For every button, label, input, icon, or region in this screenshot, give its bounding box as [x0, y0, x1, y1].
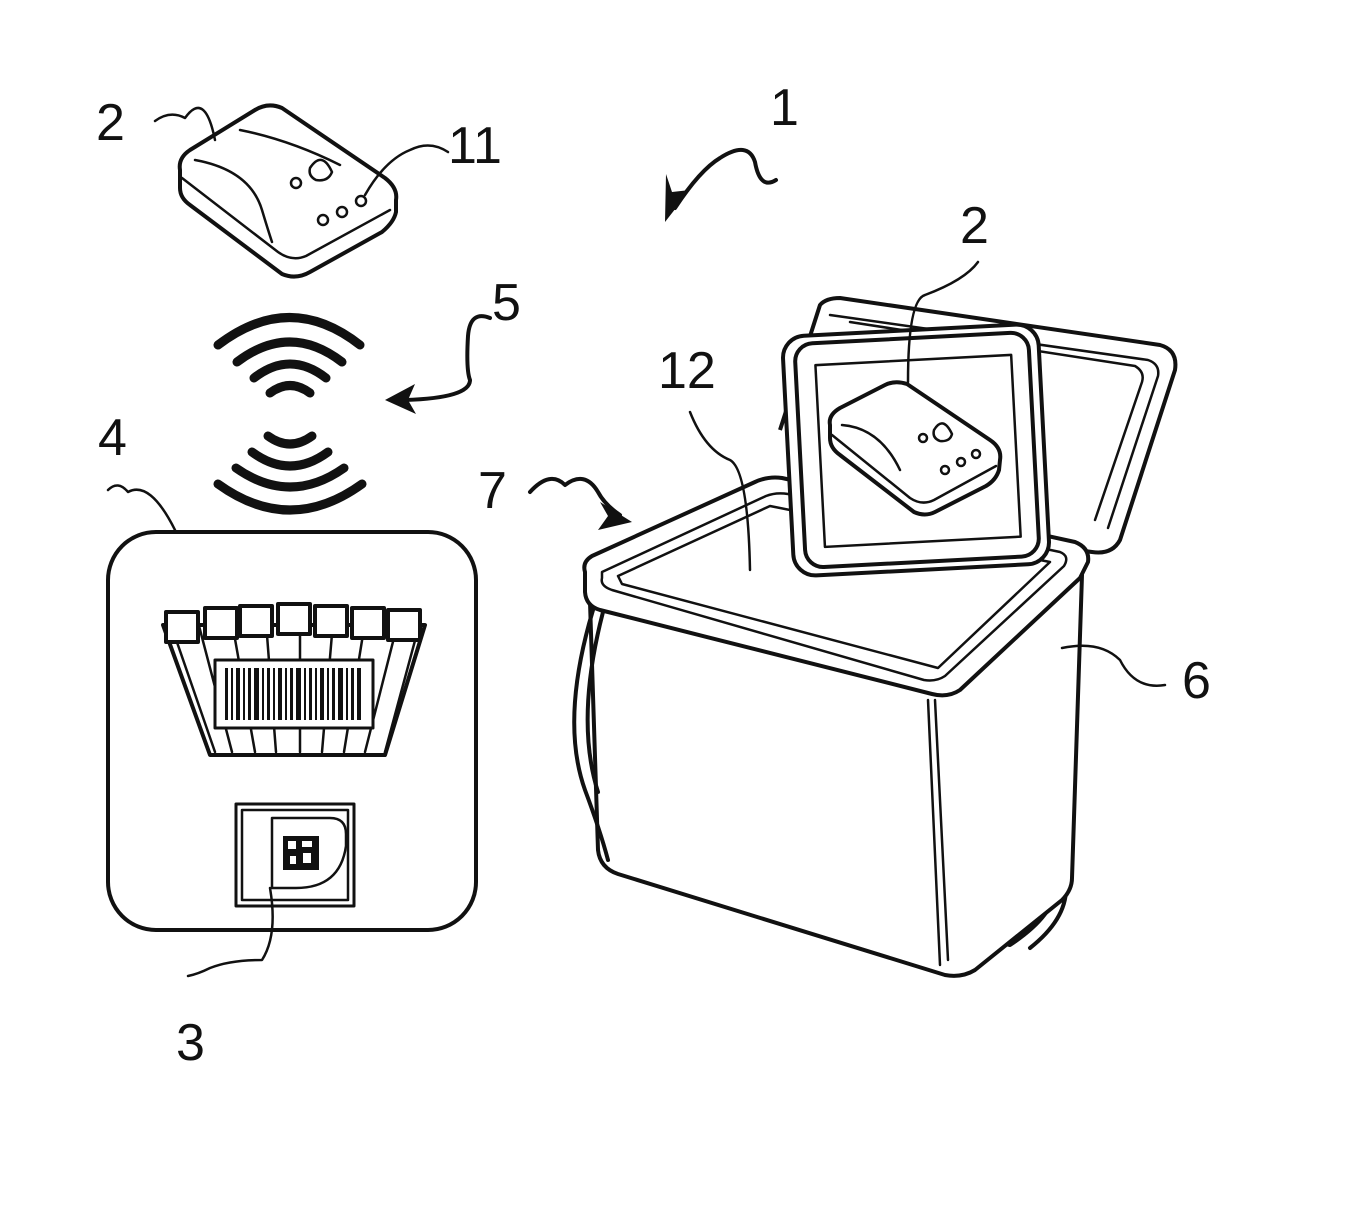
wireless-signal-icon — [218, 318, 362, 511]
medication-package — [108, 532, 476, 930]
label-package: 4 — [98, 409, 127, 467]
label-system: 1 — [770, 79, 799, 137]
label-signal: 5 — [492, 274, 521, 332]
rfid-tag — [236, 804, 354, 906]
barcode-label — [215, 660, 373, 728]
lid-device-holder — [782, 323, 1050, 576]
label-cooler: 7 — [478, 462, 507, 520]
label-strap: 6 — [1182, 652, 1211, 710]
label-device-lid: 2 — [960, 197, 989, 255]
label-device-top: 2 — [96, 94, 125, 152]
label-led: 11 — [448, 117, 502, 175]
label-interior: 12 — [658, 342, 716, 400]
label-tag: 3 — [176, 1014, 205, 1072]
